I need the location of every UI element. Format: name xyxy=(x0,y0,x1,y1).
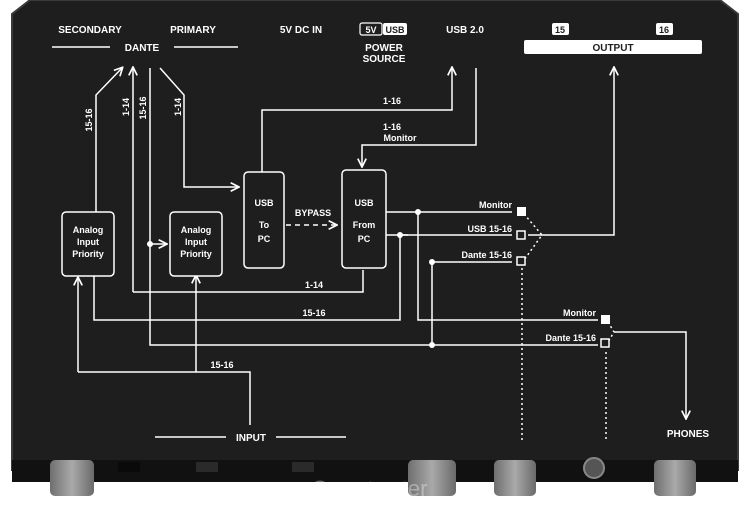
label-1-14-secondary: 1-14 xyxy=(121,98,131,116)
badge-5v-box xyxy=(359,22,383,36)
label-input-15-16: 15-16 xyxy=(210,360,233,370)
switch-label-usb-15-16: USB 15-16 xyxy=(467,224,512,234)
label-1-14-primary: 1-14 xyxy=(173,98,183,116)
label-badge-usb: USB xyxy=(385,25,405,35)
bottom-labels: INPUT PHONES xyxy=(236,429,709,444)
label-source: SOURCE xyxy=(363,54,406,65)
block-usb-from-pc xyxy=(341,169,387,269)
label-15-16-primary: 15-16 xyxy=(138,96,148,119)
label-return-1-14: 1-14 xyxy=(305,280,323,290)
block-analog-input-priority-2 xyxy=(169,211,223,277)
usb-from-pc-line2: From xyxy=(353,220,376,230)
block-labels: Analog Input Priority Analog Input Prior… xyxy=(72,198,375,259)
badge-ch16-box xyxy=(656,23,673,35)
label-secondary: SECONDARY xyxy=(58,25,122,36)
switch-terminals xyxy=(516,207,610,348)
label-15-16-secondary: 15-16 xyxy=(84,108,94,131)
front-controls xyxy=(50,457,696,496)
badge-usb-box xyxy=(383,23,407,35)
usb-to-pc-line3: PC xyxy=(258,234,271,244)
label-bypass: BYPASS xyxy=(295,208,331,218)
label-5v-dc-in: 5V DC IN xyxy=(280,25,322,36)
knob-center-left[interactable] xyxy=(408,460,456,496)
usb-to-pc-line1: USB xyxy=(254,198,274,208)
label-monitor-1-16: 1-16 xyxy=(383,122,401,132)
analog2-line3: Priority xyxy=(180,249,212,259)
channel-labels: 1-16 1-16 Monitor BYPASS 1-14 15-16 15-1… xyxy=(210,96,417,370)
label-output-ch-16: 16 xyxy=(659,25,669,35)
jack-slot xyxy=(196,462,218,472)
block-analog-input-priority-1 xyxy=(61,211,115,277)
switch-label-monitor: Monitor xyxy=(479,200,512,210)
label-monitor-word: Monitor xyxy=(384,133,417,143)
label-power: POWER xyxy=(365,43,404,54)
jack-slot xyxy=(118,462,140,472)
vertical-channel-labels: 15-16 1-14 15-16 1-14 xyxy=(84,96,183,131)
knob-left[interactable] xyxy=(50,460,94,496)
jack-slot xyxy=(292,462,314,472)
label-output: OUTPUT xyxy=(592,43,633,54)
label-primary: PRIMARY xyxy=(170,25,216,36)
label-output-ch-15: 15 xyxy=(555,25,565,35)
output-bar xyxy=(524,40,702,54)
label-usb-to-1-16: 1-16 xyxy=(383,96,401,106)
label-badge-5v: 5V xyxy=(365,25,376,35)
switch-label-dante-15-16: Dante 15-16 xyxy=(461,250,512,260)
analog2-line2: Input xyxy=(185,237,207,247)
analog1-line1: Analog xyxy=(73,225,104,235)
analog1-line3: Priority xyxy=(72,249,104,259)
switch-label-monitor-2: Monitor xyxy=(563,308,596,318)
block-usb-to-pc xyxy=(243,171,285,269)
label-phones: PHONES xyxy=(667,429,710,440)
junction-dots xyxy=(147,209,435,348)
switch-label-dante-15-16-2: Dante 15-16 xyxy=(545,333,596,343)
label-dante: DANTE xyxy=(125,43,160,54)
analog1-line2: Input xyxy=(77,237,99,247)
headphone-jack[interactable] xyxy=(583,457,605,479)
function-blocks xyxy=(61,169,387,277)
label-usb-2-0: USB 2.0 xyxy=(446,25,484,36)
switch-labels: Monitor USB 15-16 Dante 15-16 Monitor Da… xyxy=(461,200,596,343)
usb-from-pc-line1: USB xyxy=(354,198,374,208)
label-return-15-16: 15-16 xyxy=(302,308,325,318)
knob-right[interactable] xyxy=(654,460,696,496)
watermark: Sweetwater xyxy=(313,476,428,501)
label-input: INPUT xyxy=(236,433,266,444)
badge-ch15-box xyxy=(552,23,569,35)
dashed-lines xyxy=(286,213,615,442)
chassis-front-edge xyxy=(12,460,738,482)
top-labels: SECONDARY PRIMARY DANTE 5V DC IN 5V USB … xyxy=(58,25,669,65)
usb-from-pc-line3: PC xyxy=(358,234,371,244)
analog2-line1: Analog xyxy=(181,225,212,235)
usb-to-pc-line2: To xyxy=(259,220,270,230)
knob-center-right[interactable] xyxy=(494,460,536,496)
